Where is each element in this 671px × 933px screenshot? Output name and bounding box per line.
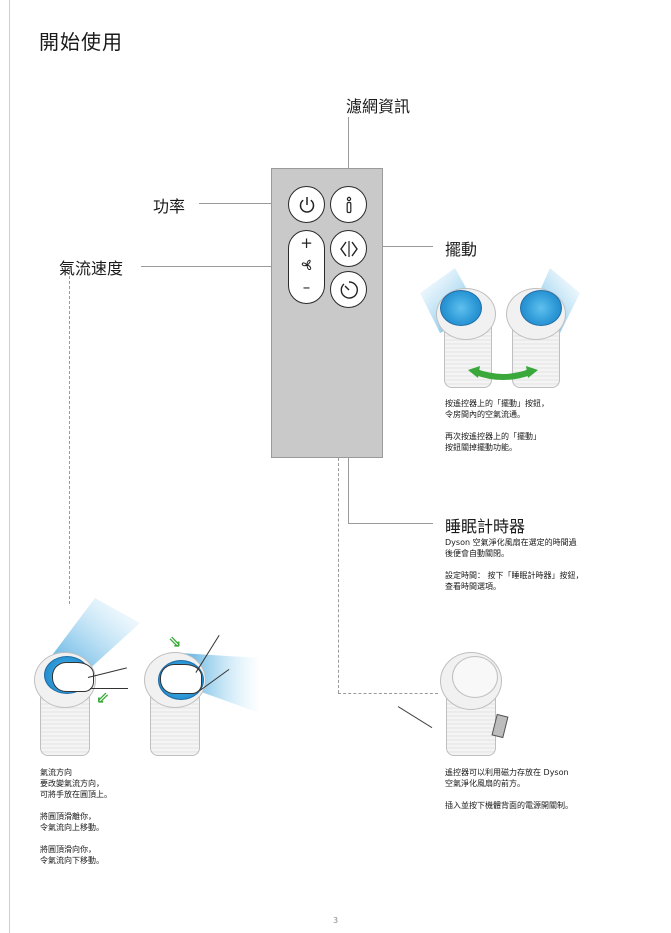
airflow-direction-line: 氣流方向 (40, 768, 72, 777)
sleep-timer-line: 後便會自動關閉。 (445, 549, 509, 558)
filter-info-button[interactable] (330, 186, 367, 223)
filter-leader-line (348, 117, 349, 168)
oscillation-line: 再次按遙控器上的「擺動」 (445, 432, 541, 441)
airflow-speed-label: 氣流速度 (59, 259, 124, 278)
slide-toward-arrow-icon: ⇘ (168, 632, 182, 651)
storage-instructions: 遙控器可以利用磁力存放在 Dyson 空氣淨化風扇的前方。 插入並按下機體背面的電… (445, 767, 573, 811)
sleep-timer-line: Dyson 空氣淨化風扇在選定的時間過 (445, 538, 577, 547)
speed-down-button[interactable]: – (302, 278, 311, 296)
power-cord-icon (397, 706, 433, 729)
oscillation-line: 令房間內的空氣流通。 (445, 410, 525, 419)
oscillation-instructions: 按遙控器上的「擺動」按鈕， 令房間內的空氣流通。 再次按遙控器上的「擺動」按鈕關掉… (445, 398, 549, 453)
sleep-timer-button[interactable] (330, 271, 367, 308)
airflow-direction-line: 可將手放在圓頂上。 (40, 790, 112, 799)
airflow-leader-line (141, 266, 271, 267)
airflow-speed-rocker[interactable]: + – (288, 230, 325, 304)
sleep-timer-heading: 睡眠計時器 (445, 517, 526, 536)
oscillation-line: 按鈕關掉擺動功能。 (445, 443, 517, 452)
storage-line: 插入並按下機體背面的電源開關制。 (445, 801, 573, 810)
info-icon (346, 196, 351, 213)
airflow-direction-line: 將圓頂滑離你， (40, 812, 96, 821)
page-margin-rule (9, 0, 10, 933)
airflow-direction-line: 將圓頂滑向你， (40, 845, 96, 854)
page-number: 3 (332, 916, 339, 925)
storage-dashed-guide-vertical (338, 458, 339, 693)
timer-leader-horizontal (348, 523, 433, 524)
page-title: 開始使用 (39, 30, 123, 54)
oscillation-arrow-icon (468, 366, 538, 380)
filter-info-label: 濾網資訊 (346, 97, 411, 116)
fan-icon (289, 257, 324, 277)
airflow-dashed-guide (69, 266, 70, 604)
storage-line: 空氣淨化風扇的前方。 (445, 779, 525, 788)
sleep-timer-line: 設定時間： 按下「睡眠計時器」按鈕， (445, 571, 584, 580)
storage-dashed-guide-horizontal (338, 693, 438, 694)
oscillation-label: 擺動 (445, 240, 478, 259)
oscillation-button[interactable] (330, 230, 367, 267)
airflow-direction-line: 令氣流向上移動。 (40, 823, 104, 832)
power-button[interactable] (288, 186, 325, 223)
oscillation-leader-line (383, 246, 433, 247)
airflow-direction-instructions: 氣流方向要改變氣流方向， 可將手放在圓頂上。 將圓頂滑離你， 令氣流向上移動。 將圓… (40, 767, 112, 866)
airflow-direction-line: 令氣流向下移動。 (40, 856, 104, 865)
power-label: 功率 (153, 197, 186, 216)
power-leader-line (199, 203, 271, 204)
timer-icon (340, 280, 358, 299)
speed-up-button[interactable]: + (300, 234, 313, 252)
remote-control: + – (271, 168, 383, 458)
sleep-timer-instructions: Dyson 空氣淨化風扇在選定的時間過後便會自動關閉。 設定時間： 按下「睡眠計… (445, 537, 584, 592)
timer-leader-vertical (348, 458, 349, 523)
oscillation-line: 按遙控器上的「擺動」按鈕， (445, 399, 549, 408)
airflow-direction-line: 要改變氣流方向， (40, 779, 104, 788)
oscillation-icon (339, 240, 358, 257)
power-icon (299, 196, 314, 213)
sleep-timer-line: 查看時間選項。 (445, 582, 501, 591)
storage-line: 遙控器可以利用磁力存放在 Dyson (445, 768, 569, 777)
slide-away-arrow-icon: ⇙ (96, 688, 110, 707)
